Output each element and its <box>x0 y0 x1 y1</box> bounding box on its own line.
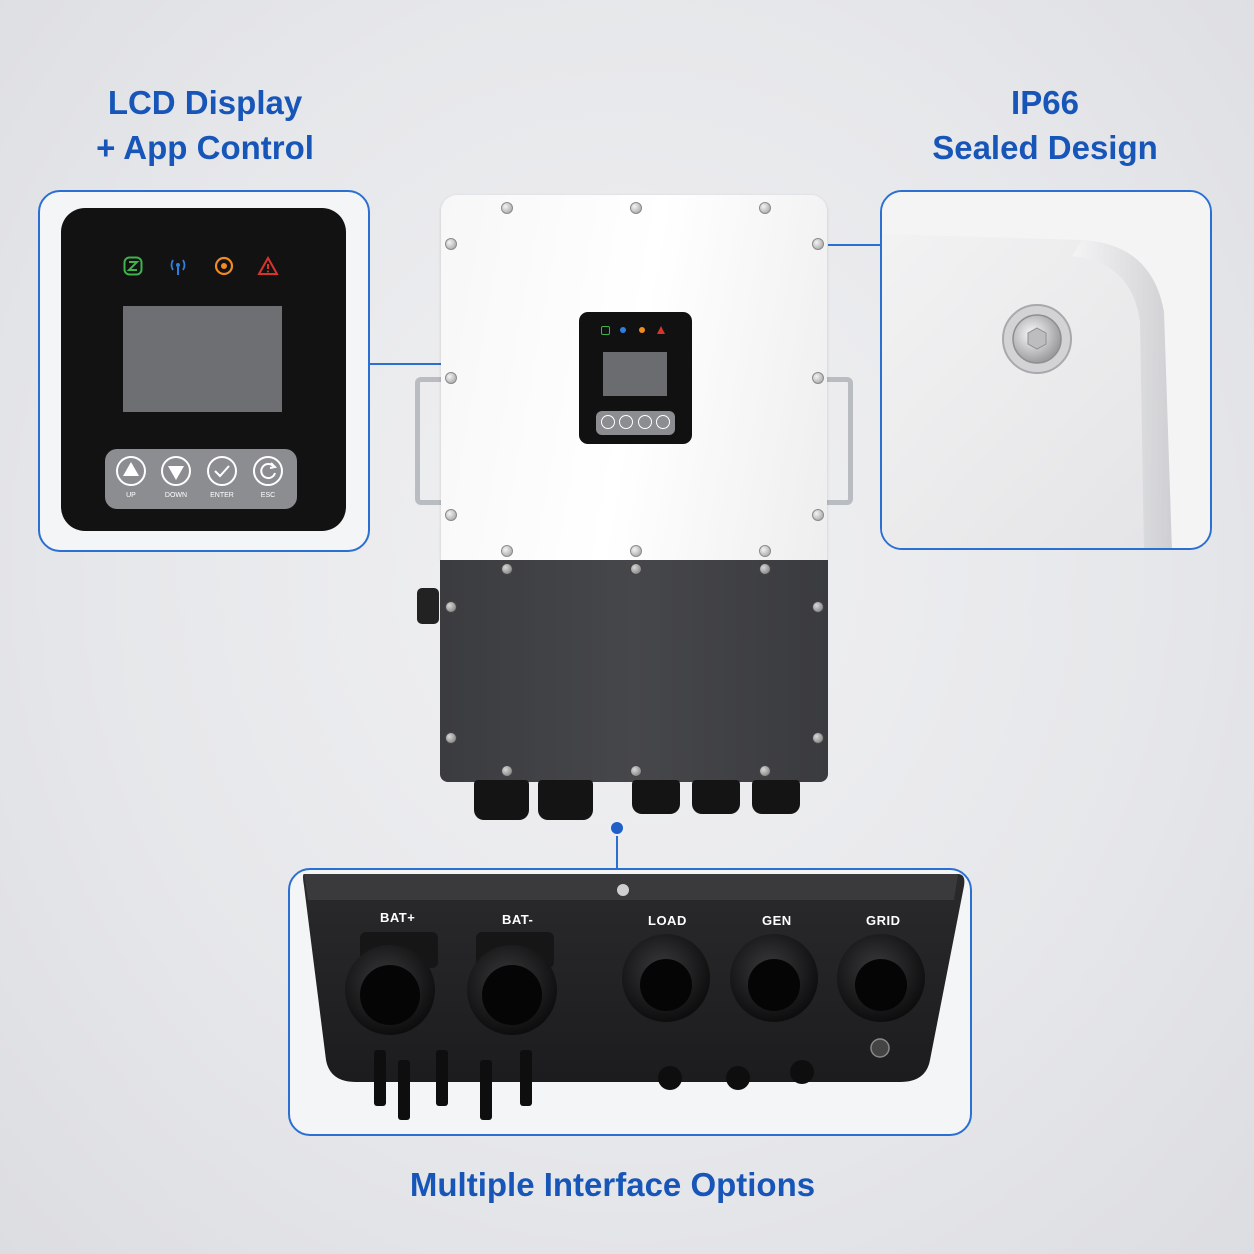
ip66-heading-line2: Sealed Design <box>932 129 1158 166</box>
inverter-bottom-panel <box>440 560 828 782</box>
power-ok-icon <box>123 256 143 276</box>
unit-gland-grid <box>752 780 800 814</box>
unit-lcd-module <box>579 312 692 444</box>
screw <box>630 765 642 777</box>
unit-enter-button[interactable] <box>638 415 652 429</box>
screw <box>501 202 513 214</box>
ip66-connector-line <box>820 244 882 246</box>
port-label-bat-minus: BAT- <box>502 912 534 927</box>
unit-gland-bat-minus <box>538 780 593 820</box>
screw <box>445 509 457 521</box>
screw <box>759 202 771 214</box>
refresh-icon <box>253 456 283 486</box>
screw <box>445 372 457 384</box>
wireless-icon <box>170 259 186 275</box>
lcd-button-bar: UP DOWN ENTER <box>105 449 297 509</box>
sync-icon <box>639 327 645 333</box>
esc-button-label: ESC <box>260 492 276 499</box>
port-label-bat-plus: BAT+ <box>380 910 416 925</box>
screw <box>445 732 457 744</box>
right-handle <box>826 377 853 505</box>
lcd-feature-heading: LCD Display + App Control <box>40 80 370 170</box>
screw <box>501 765 513 777</box>
screw <box>630 563 642 575</box>
inverter-unit <box>414 195 854 825</box>
up-arrow-icon <box>116 456 146 486</box>
interface-connector-line <box>616 828 618 870</box>
bottom-panel-closeup <box>303 874 965 1120</box>
screw <box>445 238 457 250</box>
port-label-gen: GEN <box>762 913 792 928</box>
wireless-icon <box>620 327 626 333</box>
interface-callout: BAT+ BAT- LOAD GEN GRID <box>288 868 972 1136</box>
screw <box>501 563 513 575</box>
unit-button-bar <box>596 411 675 435</box>
screw <box>759 545 771 557</box>
down-arrow-icon <box>161 456 191 486</box>
unit-up-button[interactable] <box>601 415 615 429</box>
screw <box>630 545 642 557</box>
ip66-feature-heading: IP66 Sealed Design <box>880 80 1210 170</box>
unit-gland-load <box>632 780 680 814</box>
screw <box>445 601 457 613</box>
screw <box>812 732 824 744</box>
indicator-row <box>123 256 283 278</box>
lcd-heading-line2: + App Control <box>96 129 314 166</box>
enter-button-label: ENTER <box>210 492 234 499</box>
ip66-heading-line1: IP66 <box>1011 84 1079 121</box>
screw <box>759 765 771 777</box>
down-button-label: DOWN <box>164 492 188 499</box>
side-switch[interactable] <box>417 588 439 624</box>
enclosure-corner-closeup <box>882 192 1210 548</box>
up-button[interactable]: UP <box>111 455 151 503</box>
interface-heading-text: Multiple Interface Options <box>409 1166 816 1203</box>
lcd-panel: UP DOWN ENTER <box>61 208 346 531</box>
port-label-load: LOAD <box>648 913 687 928</box>
ip66-callout <box>880 190 1212 550</box>
unit-lcd-screen <box>603 352 667 396</box>
interface-feature-heading: Multiple Interface Options <box>290 1162 935 1207</box>
screw <box>812 372 824 384</box>
enter-button[interactable]: ENTER <box>202 455 242 503</box>
check-icon <box>207 456 237 486</box>
screw <box>812 509 824 521</box>
lcd-screen <box>123 306 282 412</box>
lcd-heading-line1: LCD Display <box>107 84 303 121</box>
down-button[interactable]: DOWN <box>156 455 196 503</box>
left-handle <box>415 377 442 505</box>
warning-icon <box>657 326 665 334</box>
unit-down-button[interactable] <box>619 415 633 429</box>
screw <box>812 238 824 250</box>
unit-gland-bat-plus <box>474 780 529 820</box>
interface-connector-dot <box>609 820 625 836</box>
unit-indicator-row <box>601 326 671 336</box>
screw <box>501 545 513 557</box>
port-label-grid: GRID <box>866 913 901 928</box>
unit-esc-button[interactable] <box>656 415 670 429</box>
unit-gland-gen <box>692 780 740 814</box>
esc-button[interactable]: ESC <box>248 455 288 503</box>
screw <box>759 563 771 575</box>
power-ok-icon <box>601 326 610 335</box>
screw <box>630 202 642 214</box>
up-button-label: UP <box>126 492 136 499</box>
warning-icon <box>257 256 279 275</box>
sync-icon <box>214 256 234 276</box>
screw <box>812 601 824 613</box>
lcd-callout: UP DOWN ENTER <box>38 190 370 552</box>
